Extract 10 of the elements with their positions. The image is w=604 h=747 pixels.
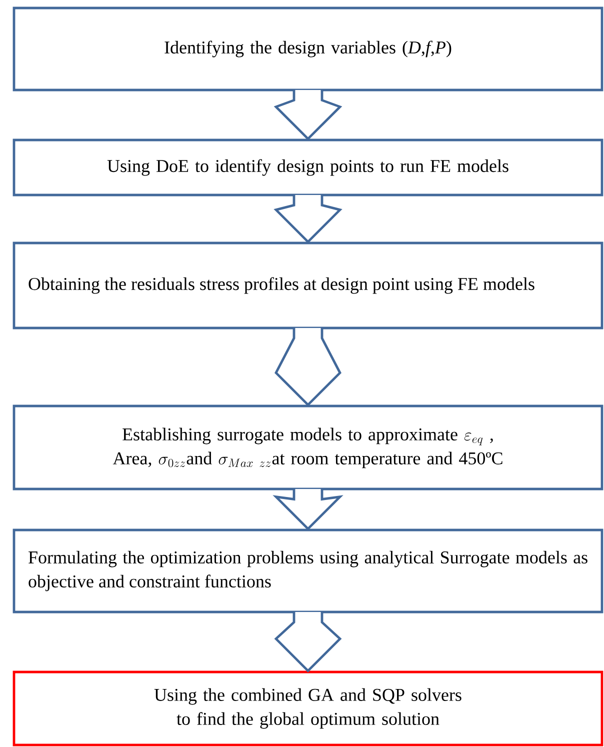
block-arrow <box>274 194 342 244</box>
block-arrow <box>274 326 342 406</box>
process-box: $\begin{array}{c}\text{Establishing surrogate models to approximate }\varepsilon_{eq}\text{ ,}\\ \text{Area, }\sigma_{0zz}\text{and }\sigma_{Max\ zz}\text{at room temperature and 450ºC}\end{array}$ <box>12 404 604 490</box>
block-arrow <box>274 610 342 672</box>
block-arrow <box>272 488 344 530</box>
process-box: Formulating the optimization problems using analytical Surrogate models as objective and constraint functions <box>12 528 604 614</box>
process-box: Using DoE to identify design points to run FE models <box>12 138 604 196</box>
process-box: Obtaining the residuals stress profiles at design point using FE models <box>12 242 604 330</box>
block-arrow <box>274 88 342 140</box>
process-box: Using the combined GA and SQP solvers to find the global optimum solution <box>12 670 604 746</box>
